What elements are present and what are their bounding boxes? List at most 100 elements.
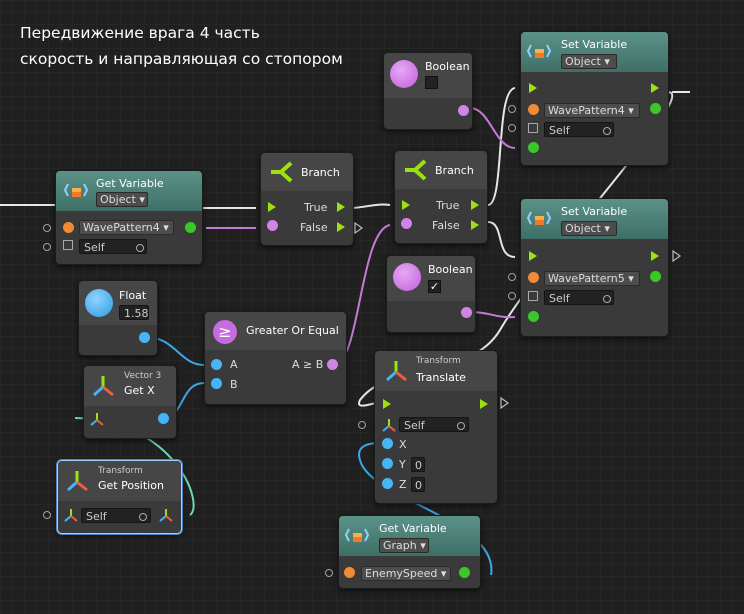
- x-label: X: [399, 438, 407, 451]
- name-port[interactable]: [528, 104, 539, 115]
- variable-name-dropdown[interactable]: EnemySpeed ▾: [361, 566, 451, 581]
- translate-node[interactable]: Transform Translate Self X Y 0 Z 0: [374, 350, 498, 504]
- set-variable-node-2[interactable]: Set Variable Object ▾ WavePattern5 ▾ Sel…: [520, 198, 669, 337]
- variable-kind-dropdown[interactable]: Graph ▾: [379, 538, 429, 553]
- name-port[interactable]: [344, 567, 355, 578]
- unconnected-port[interactable]: [43, 243, 51, 251]
- bool-icon: [393, 263, 421, 291]
- enter-port[interactable]: [402, 200, 410, 210]
- a-label: A: [230, 358, 238, 371]
- false-label: False: [432, 219, 460, 232]
- target-picker-icon[interactable]: [603, 127, 611, 135]
- value-output-port[interactable]: [650, 103, 661, 114]
- target-picker-icon[interactable]: [136, 244, 144, 252]
- node-subtitle: Transform: [98, 466, 143, 476]
- true-label: True: [436, 199, 460, 212]
- value-output-port[interactable]: [461, 307, 472, 318]
- result-output-port[interactable]: [327, 359, 338, 370]
- target-picker-icon[interactable]: [139, 513, 147, 521]
- get-position-node[interactable]: Transform Get Position Self: [57, 460, 182, 534]
- false-port[interactable]: [337, 222, 345, 232]
- value-output-port[interactable]: [139, 332, 150, 343]
- unconnected-port[interactable]: [43, 511, 51, 519]
- unconnected-port[interactable]: [508, 292, 516, 300]
- a-input-port[interactable]: [211, 359, 222, 370]
- greater-or-equal-node[interactable]: ≥ Greater Or Equal A A ≥ B B: [204, 311, 347, 405]
- exit-port[interactable]: [651, 83, 659, 93]
- unconnected-port[interactable]: [508, 273, 516, 281]
- value-output-port[interactable]: [185, 222, 196, 233]
- variable-kind-dropdown[interactable]: Object ▾: [96, 192, 148, 207]
- y-value-field[interactable]: 0: [411, 457, 425, 472]
- enter-port[interactable]: [268, 202, 276, 212]
- value-output-port[interactable]: [458, 105, 469, 116]
- exit-flow-hollow-icon: [672, 250, 682, 262]
- unconnected-port[interactable]: [508, 105, 516, 113]
- set-variable-node[interactable]: Set Variable Object ▾ WavePattern4 ▾ Sel…: [520, 31, 669, 166]
- enter-port[interactable]: [383, 399, 391, 409]
- node-title: Get Position: [98, 479, 164, 492]
- y-input-port[interactable]: [382, 458, 393, 469]
- float-icon: [85, 289, 113, 317]
- branch-node-2[interactable]: Branch True False: [394, 150, 488, 244]
- value-output-port[interactable]: [459, 567, 470, 578]
- target-field[interactable]: Self: [399, 417, 469, 432]
- get-variable-node-2[interactable]: Get Variable Graph ▾ EnemySpeed ▾: [338, 515, 481, 589]
- z-value-field[interactable]: 0: [411, 477, 425, 492]
- vector-output-port[interactable]: [159, 508, 173, 522]
- target-picker-icon[interactable]: [603, 295, 611, 303]
- target-field[interactable]: Self: [79, 239, 147, 254]
- name-port[interactable]: [528, 272, 539, 283]
- value-checkbox[interactable]: [425, 76, 438, 89]
- target-field[interactable]: Self: [544, 122, 614, 137]
- target-picker-icon[interactable]: [457, 422, 465, 430]
- value-output-port[interactable]: [650, 271, 661, 282]
- boolean-literal-node-2[interactable]: Boolean ✓: [386, 255, 476, 333]
- condition-port[interactable]: [401, 218, 412, 229]
- b-label: B: [230, 378, 238, 391]
- false-label: False: [300, 221, 328, 234]
- unconnected-port[interactable]: [43, 224, 51, 232]
- float-literal-node[interactable]: Float 1.58: [78, 280, 158, 356]
- node-title: Get Variable: [379, 522, 447, 535]
- variable-icon: [527, 44, 551, 58]
- unconnected-port[interactable]: [508, 124, 516, 132]
- vector3-get-x-node[interactable]: Vector 3 Get X: [83, 365, 177, 439]
- name-port[interactable]: [63, 222, 74, 233]
- value-input-port[interactable]: [528, 311, 539, 322]
- true-port[interactable]: [471, 200, 479, 210]
- condition-port[interactable]: [267, 220, 278, 231]
- value-input-port[interactable]: [528, 142, 539, 153]
- variable-kind-dropdown[interactable]: Object ▾: [561, 54, 617, 69]
- target-field[interactable]: Self: [81, 508, 151, 523]
- node-title: Get Variable: [96, 177, 164, 190]
- value-checkbox[interactable]: ✓: [428, 280, 441, 293]
- enter-port[interactable]: [529, 83, 537, 93]
- target-field[interactable]: Self: [544, 290, 614, 305]
- variable-name-dropdown[interactable]: WavePattern4 ▾: [79, 220, 174, 235]
- result-label: A ≥ B: [292, 358, 324, 371]
- exit-port[interactable]: [651, 251, 659, 261]
- variable-name-dropdown[interactable]: WavePattern4 ▾: [544, 103, 640, 118]
- boolean-literal-node[interactable]: Boolean: [383, 52, 473, 130]
- variable-icon: [345, 528, 369, 542]
- variable-name-dropdown[interactable]: WavePattern5 ▾: [544, 271, 640, 286]
- node-title: Branch: [301, 166, 340, 179]
- bool-icon: [390, 60, 418, 88]
- x-input-port[interactable]: [382, 438, 393, 449]
- node-title: Set Variable: [561, 205, 628, 218]
- get-variable-node[interactable]: Get Variable Object ▾ WavePattern4 ▾ Sel…: [55, 170, 203, 265]
- false-port[interactable]: [471, 220, 479, 230]
- float-value-field[interactable]: 1.58: [119, 305, 149, 320]
- unconnected-port[interactable]: [325, 569, 333, 577]
- branch-node[interactable]: Branch True False: [260, 152, 354, 246]
- x-output-port[interactable]: [158, 413, 169, 424]
- enter-port[interactable]: [529, 251, 537, 261]
- true-port[interactable]: [337, 202, 345, 212]
- exit-port[interactable]: [480, 399, 488, 409]
- variable-kind-dropdown[interactable]: Object ▾: [561, 221, 617, 236]
- unconnected-port[interactable]: [358, 421, 366, 429]
- b-input-port[interactable]: [211, 378, 222, 389]
- z-input-port[interactable]: [382, 478, 393, 489]
- axis-icon: [93, 376, 114, 397]
